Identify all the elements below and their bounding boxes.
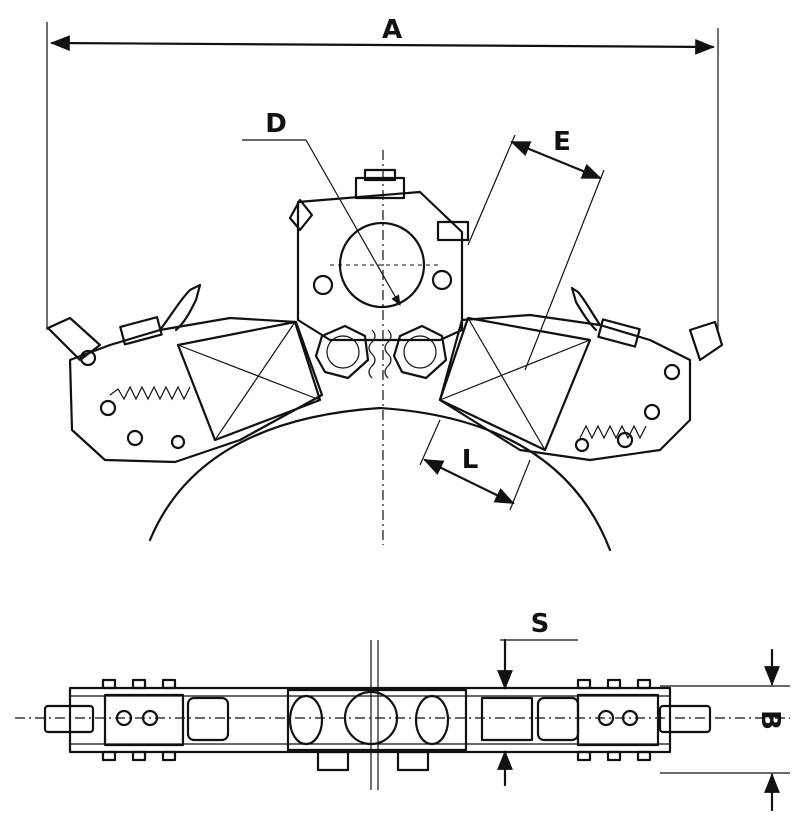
- plan-body: [68, 686, 672, 754]
- dimension-e: E: [467, 127, 605, 371]
- left-lever: [158, 283, 202, 332]
- left-tip: [46, 316, 102, 362]
- dimension-b: B: [660, 648, 790, 812]
- left-bolt-head: [288, 198, 314, 232]
- dimension-d: D: [242, 109, 401, 306]
- plan-center-block: [286, 688, 468, 752]
- section-s: S: [497, 609, 578, 787]
- right-link-block: [576, 693, 660, 747]
- right-bolt-head: [436, 220, 470, 242]
- left-link-block: [103, 693, 185, 747]
- label-s: S: [531, 609, 550, 639]
- central-clamp: [288, 168, 470, 342]
- plan-center-bore: [343, 690, 399, 746]
- label-a: A: [382, 15, 402, 45]
- hex-nuts: [314, 324, 448, 380]
- right-lever: [570, 286, 602, 332]
- left-end-tip: [43, 704, 95, 734]
- label-d: D: [265, 109, 287, 139]
- label-b: B: [755, 710, 785, 730]
- left-arm: [46, 283, 324, 464]
- right-arm: [438, 286, 724, 462]
- right-end-tip: [658, 704, 712, 734]
- right-spring: [579, 424, 647, 440]
- pivot-pin-left: [312, 274, 334, 296]
- label-e: E: [553, 127, 571, 157]
- right-wedge-block: [438, 316, 592, 452]
- left-spring: [109, 385, 191, 401]
- front-view: A D E L: [46, 15, 724, 552]
- label-l: L: [462, 445, 479, 475]
- top-bolt-head: [354, 176, 406, 200]
- right-tip: [688, 320, 724, 362]
- left-wedge-block: [176, 320, 322, 442]
- dimension-a: A: [46, 15, 719, 330]
- pivot-pin-right: [431, 269, 453, 291]
- pipe-arc: [148, 406, 612, 552]
- dimension-l: L: [419, 419, 531, 511]
- plan-view: S B: [15, 609, 790, 812]
